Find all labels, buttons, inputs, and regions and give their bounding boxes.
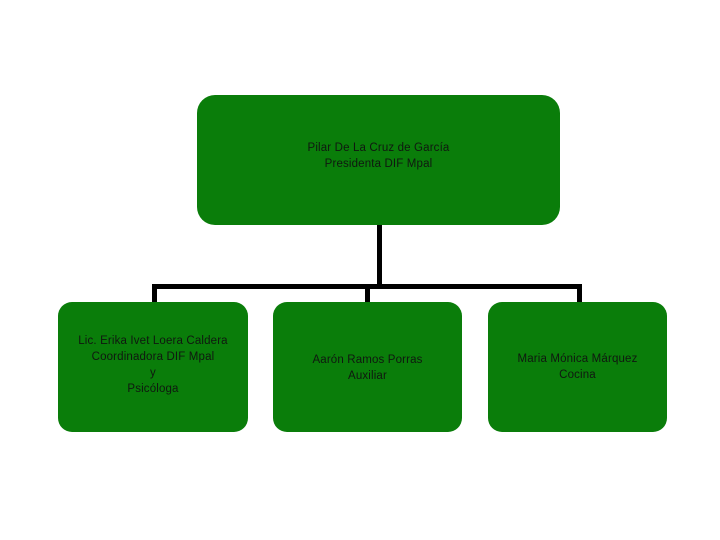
connector-drop-child-1 xyxy=(152,284,157,304)
org-node-child-2-text: Aarón Ramos Porras Auxiliar xyxy=(312,352,422,384)
connector-drop-child-3 xyxy=(577,284,582,304)
org-node-child-2-line-2: Auxiliar xyxy=(348,370,387,382)
org-node-child-1-line-2: Coordinadora DIF Mpal xyxy=(91,351,215,363)
org-node-root-line-2: Presidenta DIF Mpal xyxy=(324,158,433,170)
org-node-child-1-line-1: Lic. Erika Ivet Loera Caldera xyxy=(78,335,228,347)
org-node-child-2-line-1: Aarón Ramos Porras xyxy=(312,354,423,366)
org-node-child-3[interactable]: Maria Mónica Márquez Cocina xyxy=(488,302,667,432)
org-node-root[interactable]: Pilar De La Cruz de García Presidenta DI… xyxy=(197,95,560,225)
org-node-child-3-line-1: Maria Mónica Márquez xyxy=(517,353,638,365)
connector-drop-child-2 xyxy=(365,284,370,304)
org-node-child-2[interactable]: Aarón Ramos Porras Auxiliar xyxy=(273,302,462,432)
org-node-child-1-line-4: Psicóloga xyxy=(127,383,179,395)
org-node-child-1-line-3: y xyxy=(150,367,156,379)
org-node-root-text: Pilar De La Cruz de García Presidenta DI… xyxy=(308,140,450,172)
org-node-child-3-text: Maria Mónica Márquez Cocina xyxy=(518,351,638,383)
org-node-child-3-line-2: Cocina xyxy=(559,369,596,381)
org-node-child-1[interactable]: Lic. Erika Ivet Loera Caldera Coordinado… xyxy=(58,302,248,432)
connector-root-stem xyxy=(377,225,382,289)
org-node-child-1-text: Lic. Erika Ivet Loera Caldera Coordinado… xyxy=(78,333,227,397)
org-node-root-line-1: Pilar De La Cruz de García xyxy=(307,142,450,154)
